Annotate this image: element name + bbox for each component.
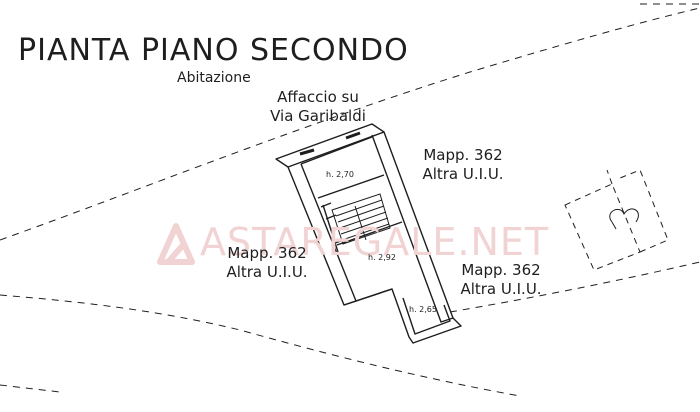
watermark-logo-icon	[157, 223, 195, 265]
neighbor-label-line2: Altra U.I.U.	[422, 165, 504, 183]
neighbor-outline	[564, 169, 669, 271]
stair	[331, 193, 391, 245]
drawing-title: PIANTA PIANO SECONDO	[18, 33, 409, 68]
wall-ticks	[320, 202, 345, 244]
neighbor-label-bottom-right: Mapp. 362 Altra U.I.U.	[446, 261, 556, 299]
neighbor-label-line1: Mapp. 362	[423, 146, 503, 164]
lot-boundary-lines	[0, 3, 700, 397]
frontage-label-line1: Affaccio su	[277, 88, 359, 106]
room-height-middle: h. 2,92	[368, 253, 396, 262]
watermark-text: ASTAREGALE.NET	[200, 220, 550, 264]
building-walls	[275, 123, 462, 344]
neighbor-label-line2: Altra U.I.U.	[460, 280, 542, 298]
frontage-label: Affaccio su Via Garibaldi	[266, 88, 370, 126]
drawing-subtitle: Abitazione	[177, 70, 251, 86]
neighbor-curve	[609, 208, 639, 230]
neighbor-label-line1: Mapp. 362	[227, 244, 307, 262]
neighbor-label-left: Mapp. 362 Altra U.I.U.	[212, 244, 322, 282]
neighbor-label-top-right: Mapp. 362 Altra U.I.U.	[408, 146, 518, 184]
frontage-label-line2: Via Garibaldi	[270, 107, 366, 125]
neighbor-label-line1: Mapp. 362	[461, 261, 541, 279]
room-height-top: h. 2,70	[326, 170, 354, 179]
room-height-bottom: h. 2,65	[409, 305, 437, 314]
neighbor-label-line2: Altra U.I.U.	[226, 263, 308, 281]
